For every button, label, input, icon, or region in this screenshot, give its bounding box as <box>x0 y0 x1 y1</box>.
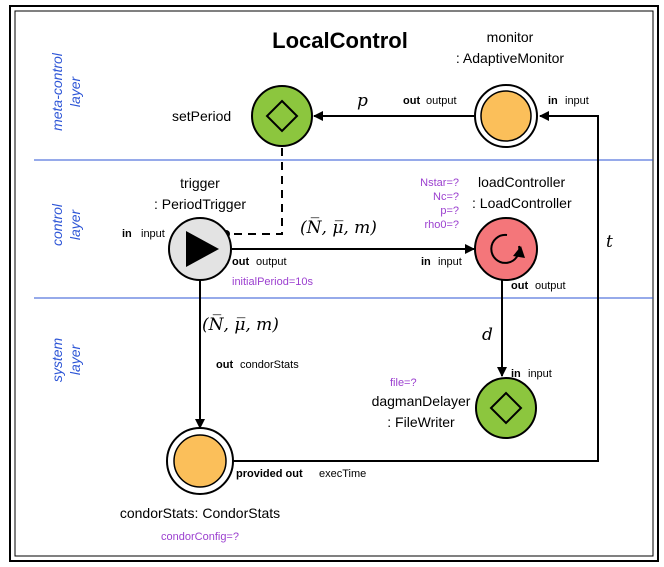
diagram-inner-frame <box>14 10 654 557</box>
edge-label-d: d <box>482 325 493 345</box>
monitor-name: monitor <box>487 29 534 45</box>
cycle-arrowhead <box>513 246 525 258</box>
loadcontroller-port-out-keyword: out <box>511 280 528 292</box>
loadcontroller-port-in: input <box>438 256 462 268</box>
dagmandelayer-node[interactable] <box>475 377 537 439</box>
edge-condorstats-monitor <box>232 111 599 462</box>
edge-label-p: p <box>357 91 368 111</box>
system-layer-label-2: layer <box>67 343 83 375</box>
meta-control-layer-label-2: layer <box>67 75 83 107</box>
monitor-port-in: input <box>565 95 589 107</box>
condorstats-icon <box>173 434 227 488</box>
meta-control-layer-label: meta-control <box>49 52 65 131</box>
monitor-port-out: output <box>426 95 457 107</box>
dagmandelayer-port-in: input <box>528 368 552 380</box>
condorstats-node[interactable] <box>166 427 234 495</box>
loadcontroller-param-1: Nstar=? <box>420 177 459 189</box>
monitor-port-out-keyword: out <box>403 95 420 107</box>
edge-setperiod-trigger <box>226 148 283 235</box>
trigger-port-in-keyword: in <box>122 228 132 240</box>
monitor-node[interactable] <box>474 84 538 148</box>
monitor-type: : AdaptiveMonitor <box>456 50 565 66</box>
trigger-port-out-keyword: out <box>232 256 249 268</box>
setperiod-name: setPeriod <box>172 108 231 124</box>
diamond-icon <box>489 391 523 425</box>
loadcontroller-param-3: p=? <box>440 205 459 217</box>
diagram-title: LocalControl <box>272 28 408 53</box>
dagmandelayer-port-in-keyword: in <box>511 368 521 380</box>
trigger-port-stats: condorStats <box>240 359 299 371</box>
condorstats-name: condorStats: CondorStats <box>120 505 280 521</box>
loadcontroller-node[interactable] <box>474 217 538 281</box>
condorstats-param: condorConfig=? <box>161 531 239 543</box>
trigger-node[interactable] <box>168 217 232 281</box>
dagmandelayer-name: dagmanDelayer <box>372 393 471 409</box>
diagram-frame <box>9 5 659 562</box>
trigger-port-in: input <box>141 228 165 240</box>
monitor-icon <box>480 90 532 142</box>
condorstats-port-out: execTime <box>319 468 366 480</box>
trigger-port-out: output <box>256 256 287 268</box>
trigger-type: : PeriodTrigger <box>154 196 246 212</box>
edge-label-t: t <box>606 232 613 252</box>
system-layer-label: system <box>49 337 65 382</box>
trigger-name: trigger <box>180 175 220 191</box>
loadcontroller-type: : LoadController <box>472 195 572 211</box>
dagmandelayer-type: : FileWriter <box>387 414 455 430</box>
loadcontroller-port-in-keyword: in <box>421 256 431 268</box>
dagmandelayer-param: file=? <box>390 377 417 389</box>
play-icon <box>186 231 219 267</box>
trigger-param: initialPeriod=10s <box>232 276 314 288</box>
loadcontroller-port-out: output <box>535 280 566 292</box>
edge-label-tuple-1: (N̅, μ̅, m) <box>300 217 377 238</box>
setperiod-node[interactable] <box>251 85 313 147</box>
loadcontroller-name: loadController <box>478 174 565 190</box>
loadcontroller-param-2: Nc=? <box>433 191 459 203</box>
control-layer-label: control <box>49 203 65 246</box>
trigger-port-stats-keyword: out <box>216 359 233 371</box>
monitor-port-in-keyword: in <box>548 95 558 107</box>
control-layer-label-2: layer <box>67 208 83 240</box>
edge-label-tuple-2: (N̅, μ̅, m) <box>202 314 279 335</box>
condorstats-port-out-keyword: provided out <box>236 468 303 480</box>
diamond-icon <box>265 99 299 133</box>
loadcontroller-param-4: rho0=? <box>424 219 459 231</box>
